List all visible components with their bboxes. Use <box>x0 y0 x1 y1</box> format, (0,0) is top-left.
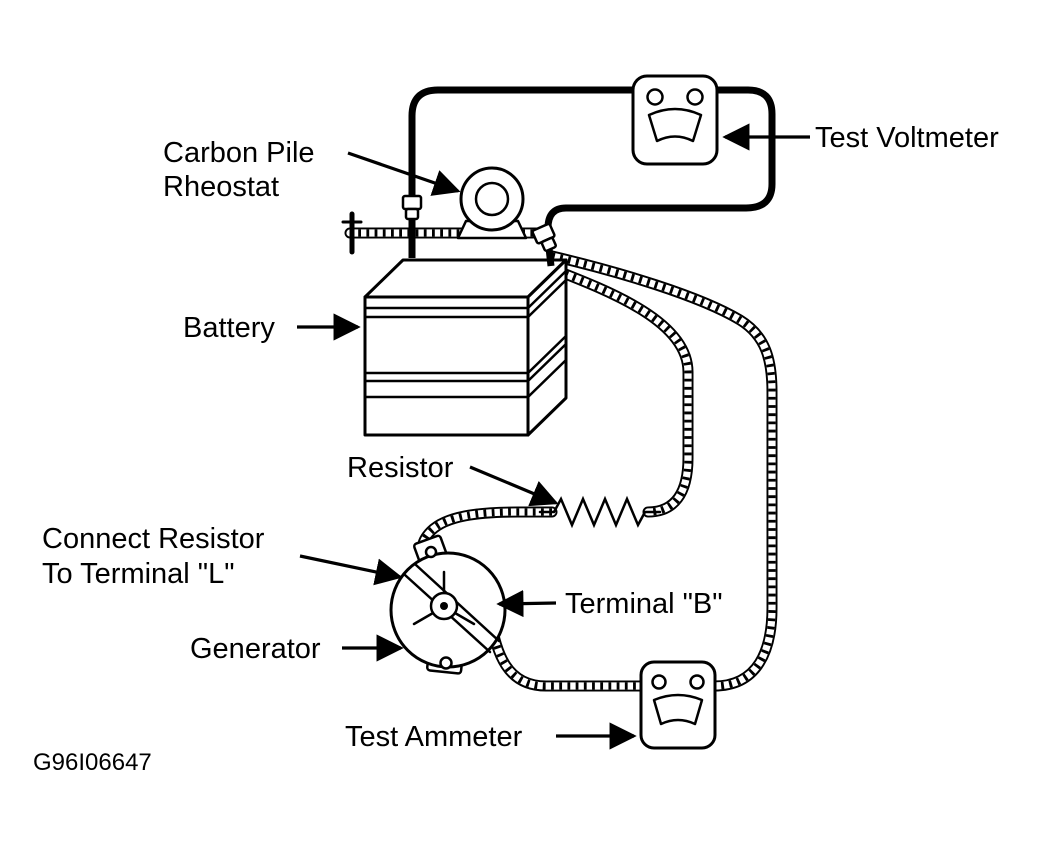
callout-arrow-terminal-b <box>496 589 557 618</box>
terminal-b-to-ammeter-wire <box>491 622 642 686</box>
callout-arrow-connect-resistor <box>299 554 403 586</box>
battery-drawing <box>363 258 568 437</box>
label-test-ammeter: Test Ammeter <box>345 721 523 753</box>
callout-arrow-resistor <box>469 465 559 507</box>
figure-code: G96I06647 <box>33 749 152 776</box>
label-test-voltmeter: Test Voltmeter <box>815 122 999 154</box>
label-carbon-pile-line1: Carbon Pile <box>163 137 315 169</box>
test-ammeter-meter <box>639 660 717 750</box>
battery-negative-post <box>531 222 557 267</box>
label-carbon-pile-line2: Rheostat <box>163 171 279 203</box>
ground-clamp <box>341 211 363 255</box>
test-voltmeter-meter <box>631 74 719 166</box>
battery-positive-post <box>401 194 423 258</box>
voltmeter-lead-right <box>544 86 776 242</box>
label-connect-resistor-line1: Connect Resistor <box>42 523 265 555</box>
callout-arrow-carbon-pile <box>347 151 461 196</box>
carbon-pile-rheostat-drawing <box>456 166 528 240</box>
resistor-symbol <box>538 495 662 529</box>
label-battery: Battery <box>183 312 275 344</box>
label-terminal-b: Terminal "B" <box>565 588 723 620</box>
battery-to-resistor-wire <box>550 268 688 512</box>
label-resistor: Resistor <box>347 452 454 484</box>
voltmeter-lead-left <box>408 86 650 208</box>
label-connect-resistor-line2: To Terminal "L" <box>42 558 235 590</box>
generator-drawing <box>389 534 507 675</box>
label-generator: Generator <box>190 633 321 665</box>
